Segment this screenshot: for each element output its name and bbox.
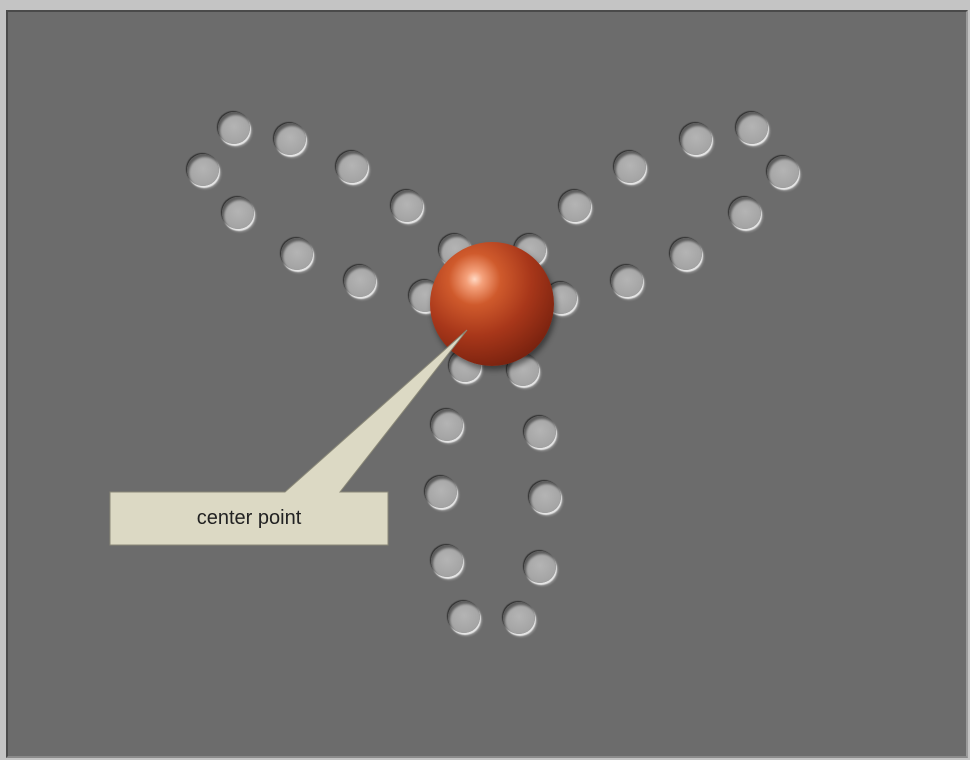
peg-hole[interactable] xyxy=(281,238,313,270)
peg-hole[interactable] xyxy=(222,197,254,229)
peg-hole[interactable] xyxy=(614,151,646,183)
peg-hole[interactable] xyxy=(187,154,219,186)
peg-hole[interactable] xyxy=(524,551,556,583)
peg-hole[interactable] xyxy=(524,416,556,448)
peg-hole[interactable] xyxy=(431,545,463,577)
peg-hole[interactable] xyxy=(448,601,480,633)
game-board xyxy=(6,10,968,758)
peg-hole[interactable] xyxy=(529,481,561,513)
peg-hole[interactable] xyxy=(218,112,250,144)
peg-hole[interactable] xyxy=(736,112,768,144)
peg-hole[interactable] xyxy=(729,197,761,229)
peg-hole[interactable] xyxy=(670,238,702,270)
peg-hole[interactable] xyxy=(425,476,457,508)
peg-hole[interactable] xyxy=(391,190,423,222)
peg-hole[interactable] xyxy=(503,602,535,634)
peg-hole[interactable] xyxy=(611,265,643,297)
peg-hole[interactable] xyxy=(559,190,591,222)
peg-hole[interactable] xyxy=(274,123,306,155)
peg-hole[interactable] xyxy=(680,123,712,155)
peg-hole[interactable] xyxy=(336,151,368,183)
marble-peg[interactable] xyxy=(430,242,554,366)
peg-hole[interactable] xyxy=(767,156,799,188)
callout-label: center point xyxy=(196,507,302,529)
peg-hole[interactable] xyxy=(431,409,463,441)
peg-hole[interactable] xyxy=(344,265,376,297)
